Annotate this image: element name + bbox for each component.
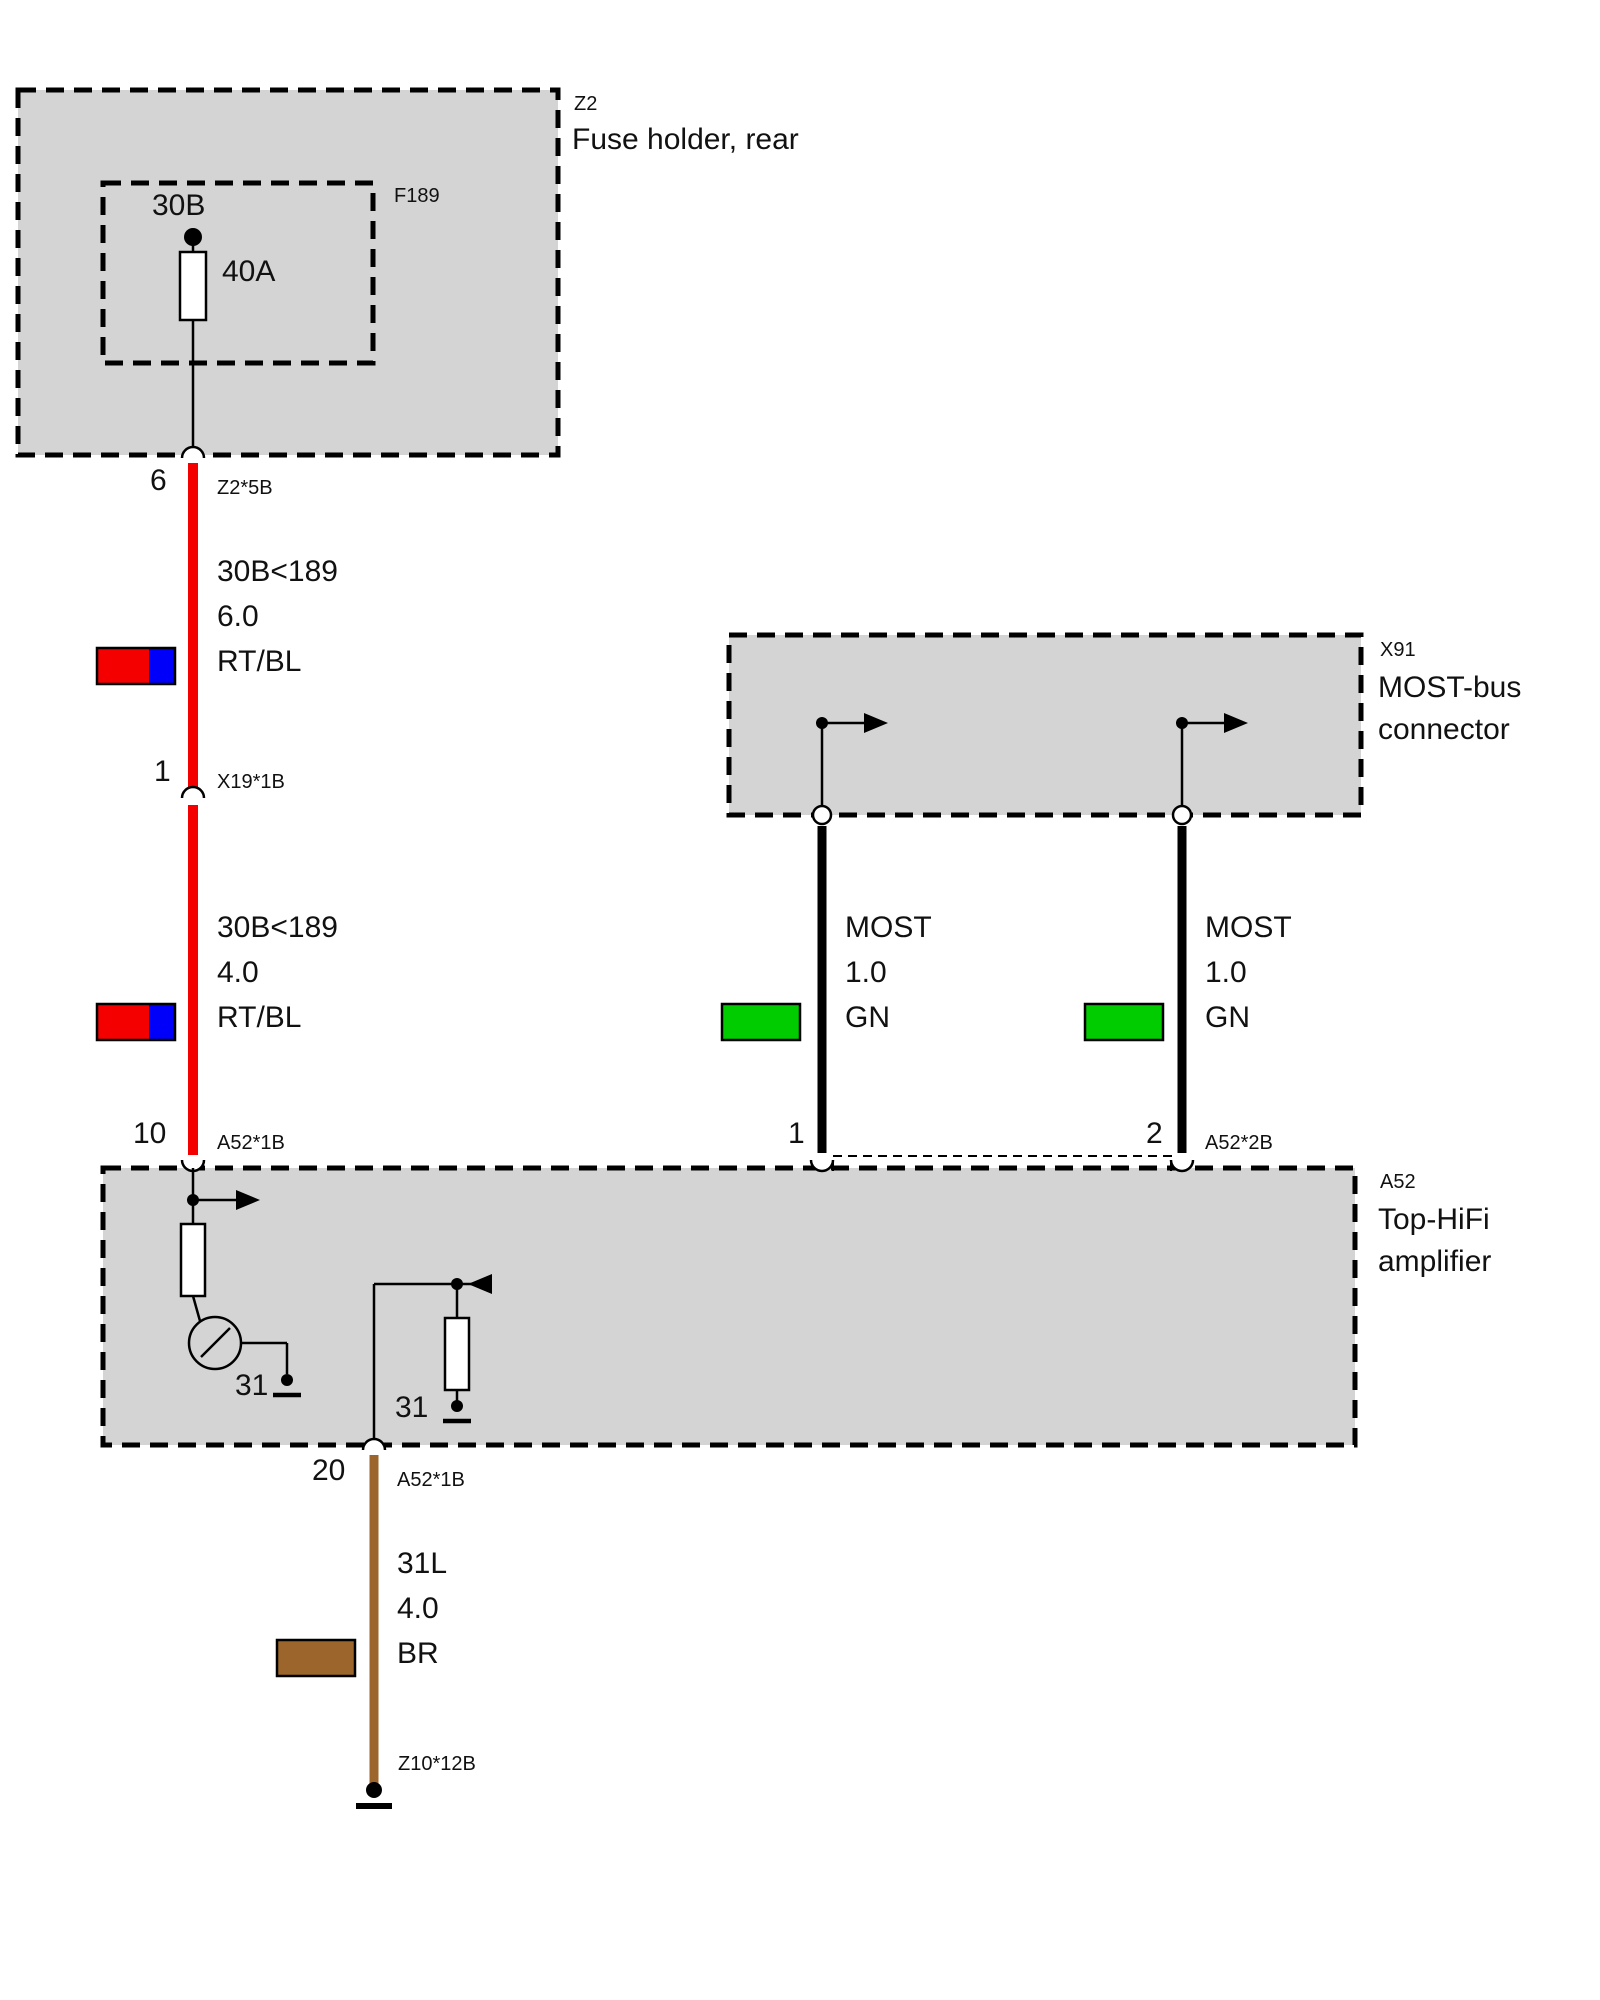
pin10-connector-label: A52*1B bbox=[217, 1132, 285, 1154]
x19-pin-number: 1 bbox=[154, 755, 171, 788]
x91-right-direction-arrow bbox=[1224, 713, 1248, 733]
x91-left-pin-circle bbox=[811, 804, 833, 826]
a52-ground2-dot bbox=[451, 1400, 463, 1412]
wire3-cross-section: 4.0 bbox=[397, 1592, 439, 1625]
most-right-circuit: MOST bbox=[1205, 911, 1292, 944]
swatch-brown-border bbox=[275, 1638, 357, 1678]
pin10-number: 10 bbox=[133, 1117, 167, 1150]
f189-ref: F189 bbox=[394, 185, 440, 207]
a52-branch2-direction-arrow bbox=[468, 1274, 492, 1294]
x91-title-line2: connector bbox=[1378, 713, 1510, 746]
swatch1-border bbox=[95, 646, 177, 686]
most-left-color-code: GN bbox=[845, 1001, 890, 1034]
a52-ground1-dot bbox=[281, 1374, 293, 1386]
x19-connector-label: X19*1B bbox=[217, 771, 285, 793]
terminal-30b-dot bbox=[184, 228, 202, 246]
z10-ground-dot bbox=[366, 1782, 382, 1798]
most-right-color-code: GN bbox=[1205, 1001, 1250, 1034]
a52-resistor-2 bbox=[443, 1316, 471, 1392]
swatch1-blue bbox=[149, 648, 175, 684]
fuse-terminal-label: 30B bbox=[152, 189, 206, 222]
wire2-color-code: RT/BL bbox=[217, 1001, 302, 1034]
fuse-symbol bbox=[178, 250, 208, 322]
swatch1-red bbox=[97, 648, 149, 684]
swatch-green-right bbox=[1085, 1004, 1163, 1040]
pin6-number: 6 bbox=[150, 464, 167, 497]
wire3-color-code: BR bbox=[397, 1637, 439, 1670]
x91-title-line1: MOST-bus bbox=[1378, 671, 1522, 704]
swatch-green-right-border bbox=[1083, 1002, 1165, 1042]
fuse-rating-label: 40A bbox=[222, 255, 276, 288]
wire2-cross-section: 4.0 bbox=[217, 956, 259, 989]
most-left-cross-section: 1.0 bbox=[845, 956, 887, 989]
swatch2-blue bbox=[149, 1004, 175, 1040]
most-bus-x91-box bbox=[726, 632, 1364, 818]
swatch-green-left bbox=[722, 1004, 800, 1040]
connector-socket-most1 bbox=[809, 1159, 835, 1173]
swatch-brown bbox=[277, 1640, 355, 1676]
fuse-holder-z2-box bbox=[15, 87, 561, 458]
connector-socket-pin6 bbox=[180, 445, 206, 459]
pin20-number: 20 bbox=[312, 1454, 346, 1487]
most-right-pin-number: 2 bbox=[1146, 1117, 1163, 1150]
a52-title-line1: Top-HiFi bbox=[1378, 1203, 1490, 1236]
x91-left-direction-arrow bbox=[864, 713, 888, 733]
connector-socket-pin20 bbox=[361, 1437, 387, 1451]
wire1-color-code: RT/BL bbox=[217, 645, 302, 678]
a52-direction-arrow bbox=[236, 1190, 260, 1210]
most-left-circuit: MOST bbox=[845, 911, 932, 944]
a52-title-line2: amplifier bbox=[1378, 1245, 1492, 1278]
a52-ground2-label: 31 bbox=[395, 1391, 429, 1424]
a52-resistor-1 bbox=[179, 1222, 207, 1298]
z10-connector-label: Z10*12B bbox=[398, 1753, 476, 1775]
wire2-circuit: 30B<189 bbox=[217, 911, 338, 944]
pin6-connector-label: Z2*5B bbox=[217, 477, 273, 499]
connector-socket-x19 bbox=[180, 785, 206, 799]
wire3-circuit: 31L bbox=[397, 1547, 448, 1580]
a52-transistor-diagonal bbox=[200, 1327, 231, 1358]
connector-socket-most2 bbox=[1169, 1159, 1195, 1173]
most-right-cross-section: 1.0 bbox=[1205, 956, 1247, 989]
swatch2-border bbox=[95, 1002, 177, 1042]
z2-ref: Z2 bbox=[574, 93, 598, 115]
swatch-green-left-border bbox=[720, 1002, 802, 1042]
swatch2-red bbox=[97, 1004, 149, 1040]
pin20-connector-label: A52*1B bbox=[397, 1469, 465, 1491]
z2-title: Fuse holder, rear bbox=[572, 123, 799, 156]
most-left-pin-number: 1 bbox=[788, 1117, 805, 1150]
amplifier-a52-box bbox=[100, 1165, 1358, 1448]
x91-right-pin-circle bbox=[1171, 804, 1193, 826]
wire1-circuit: 30B<189 bbox=[217, 555, 338, 588]
a52-ref: A52 bbox=[1380, 1171, 1416, 1193]
x91-ref: X91 bbox=[1380, 639, 1416, 661]
a52-lead-to-transistor bbox=[191, 1295, 202, 1322]
wire1-cross-section: 6.0 bbox=[217, 600, 259, 633]
a52-ground1-label: 31 bbox=[235, 1369, 269, 1402]
most-right-connector-label: A52*2B bbox=[1205, 1132, 1273, 1154]
